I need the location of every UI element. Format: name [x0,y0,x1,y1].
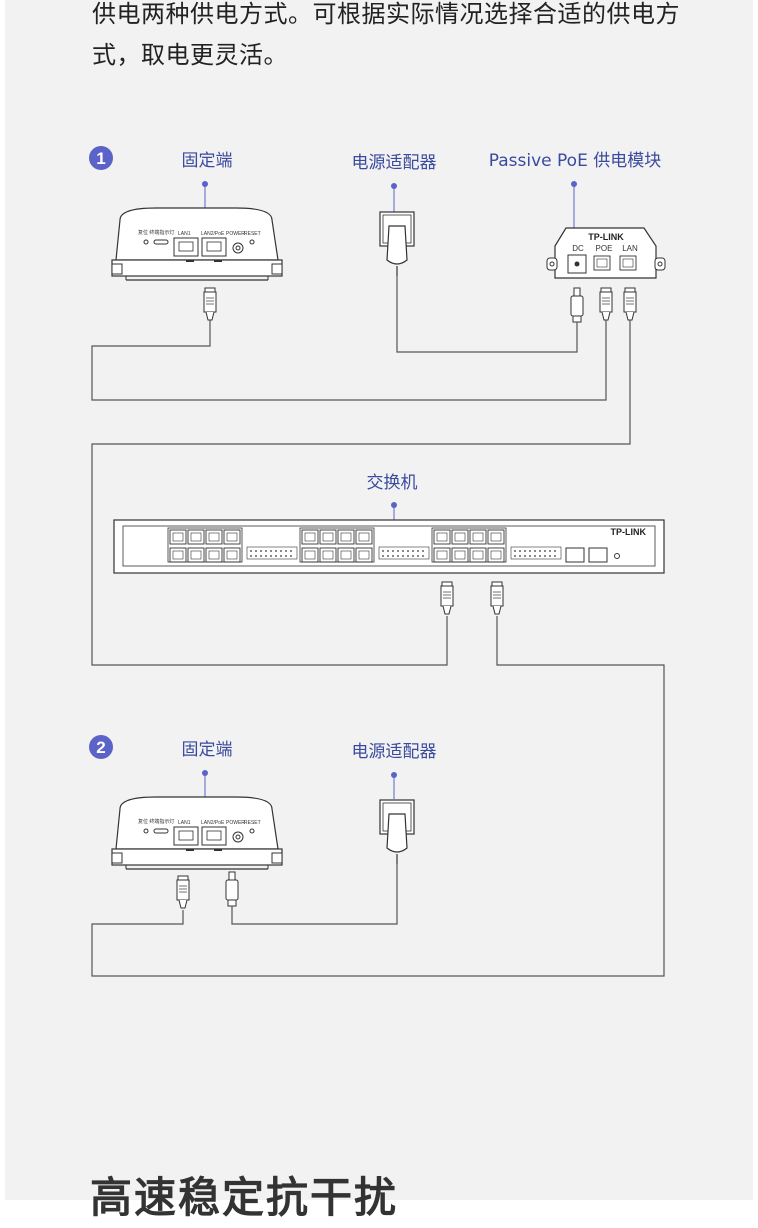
section-heading: 高速稳定抗干扰 [90,1173,399,1222]
power-adapter-1 [379,211,415,277]
poe-module: TP-LINK DC POE LAN [546,227,666,279]
rj45-plug [203,287,217,321]
rj45-plug [623,287,637,321]
rj45-plug [599,287,613,321]
switch-label: 交换机 [367,473,418,493]
rj45-plug [176,875,190,909]
dc-plug [570,287,584,323]
adapter-label-1: 电源适配器 [352,153,437,173]
topology-diagram: 1 固定端 电源适配器 Passive PoE 供电模块 复位 终端指示灯 LA… [89,146,666,977]
svg-text:POWER: POWER [226,820,245,826]
dc-plug [225,871,239,907]
svg-text:POWER: POWER [226,231,245,237]
switch-brand: TP-LINK [611,527,647,537]
terminal-label-1: 固定端 [182,151,233,171]
power-adapter-2 [379,799,415,865]
cables-scenario-1 [91,276,665,977]
rj45-plug [490,581,504,615]
poe-brand: TP-LINK [588,232,624,242]
svg-text:LAN2/PoE: LAN2/PoE [201,820,225,826]
step-1-badge [89,146,113,170]
svg-text:RESET: RESET [244,820,261,826]
rj45-plug [440,581,454,615]
terminal-label-2: 固定端 [182,740,233,760]
content-panel [5,0,753,1200]
poe-port-poe: POE [596,244,613,253]
svg-text:LAN1: LAN1 [178,820,191,826]
step-1-number: 1 [96,149,105,168]
poe-port-lan: LAN [622,244,638,253]
intro-paragraph: 供电两种供电方式。可根据实际情况选择合适的供电方式，取电更灵活。 [92,0,680,69]
fixed-terminal-2: 复位 终端指示灯 LAN1 LAN2/PoE POWER RESET [111,796,283,870]
fixed-terminal-1: 复位 终端指示灯 LAN1 LAN2/PoE POWER RESET [111,207,283,281]
poe-port-dc: DC [572,244,584,253]
adapter-label-2: 电源适配器 [352,742,437,762]
svg-text:复位 终端指示灯: 复位 终端指示灯 [138,818,174,825]
svg-text:LAN1: LAN1 [178,231,191,237]
svg-text:LAN2/PoE: LAN2/PoE [201,231,225,237]
svg-text:复位 终端指示灯: 复位 终端指示灯 [138,229,174,236]
cables-scenario-2 [231,864,398,925]
step-2-badge [89,735,113,759]
network-switch: TP-LINK [113,519,665,574]
step-2-number: 2 [96,738,105,757]
poe-module-label: Passive PoE 供电模块 [489,151,661,171]
svg-text:RESET: RESET [244,231,261,237]
